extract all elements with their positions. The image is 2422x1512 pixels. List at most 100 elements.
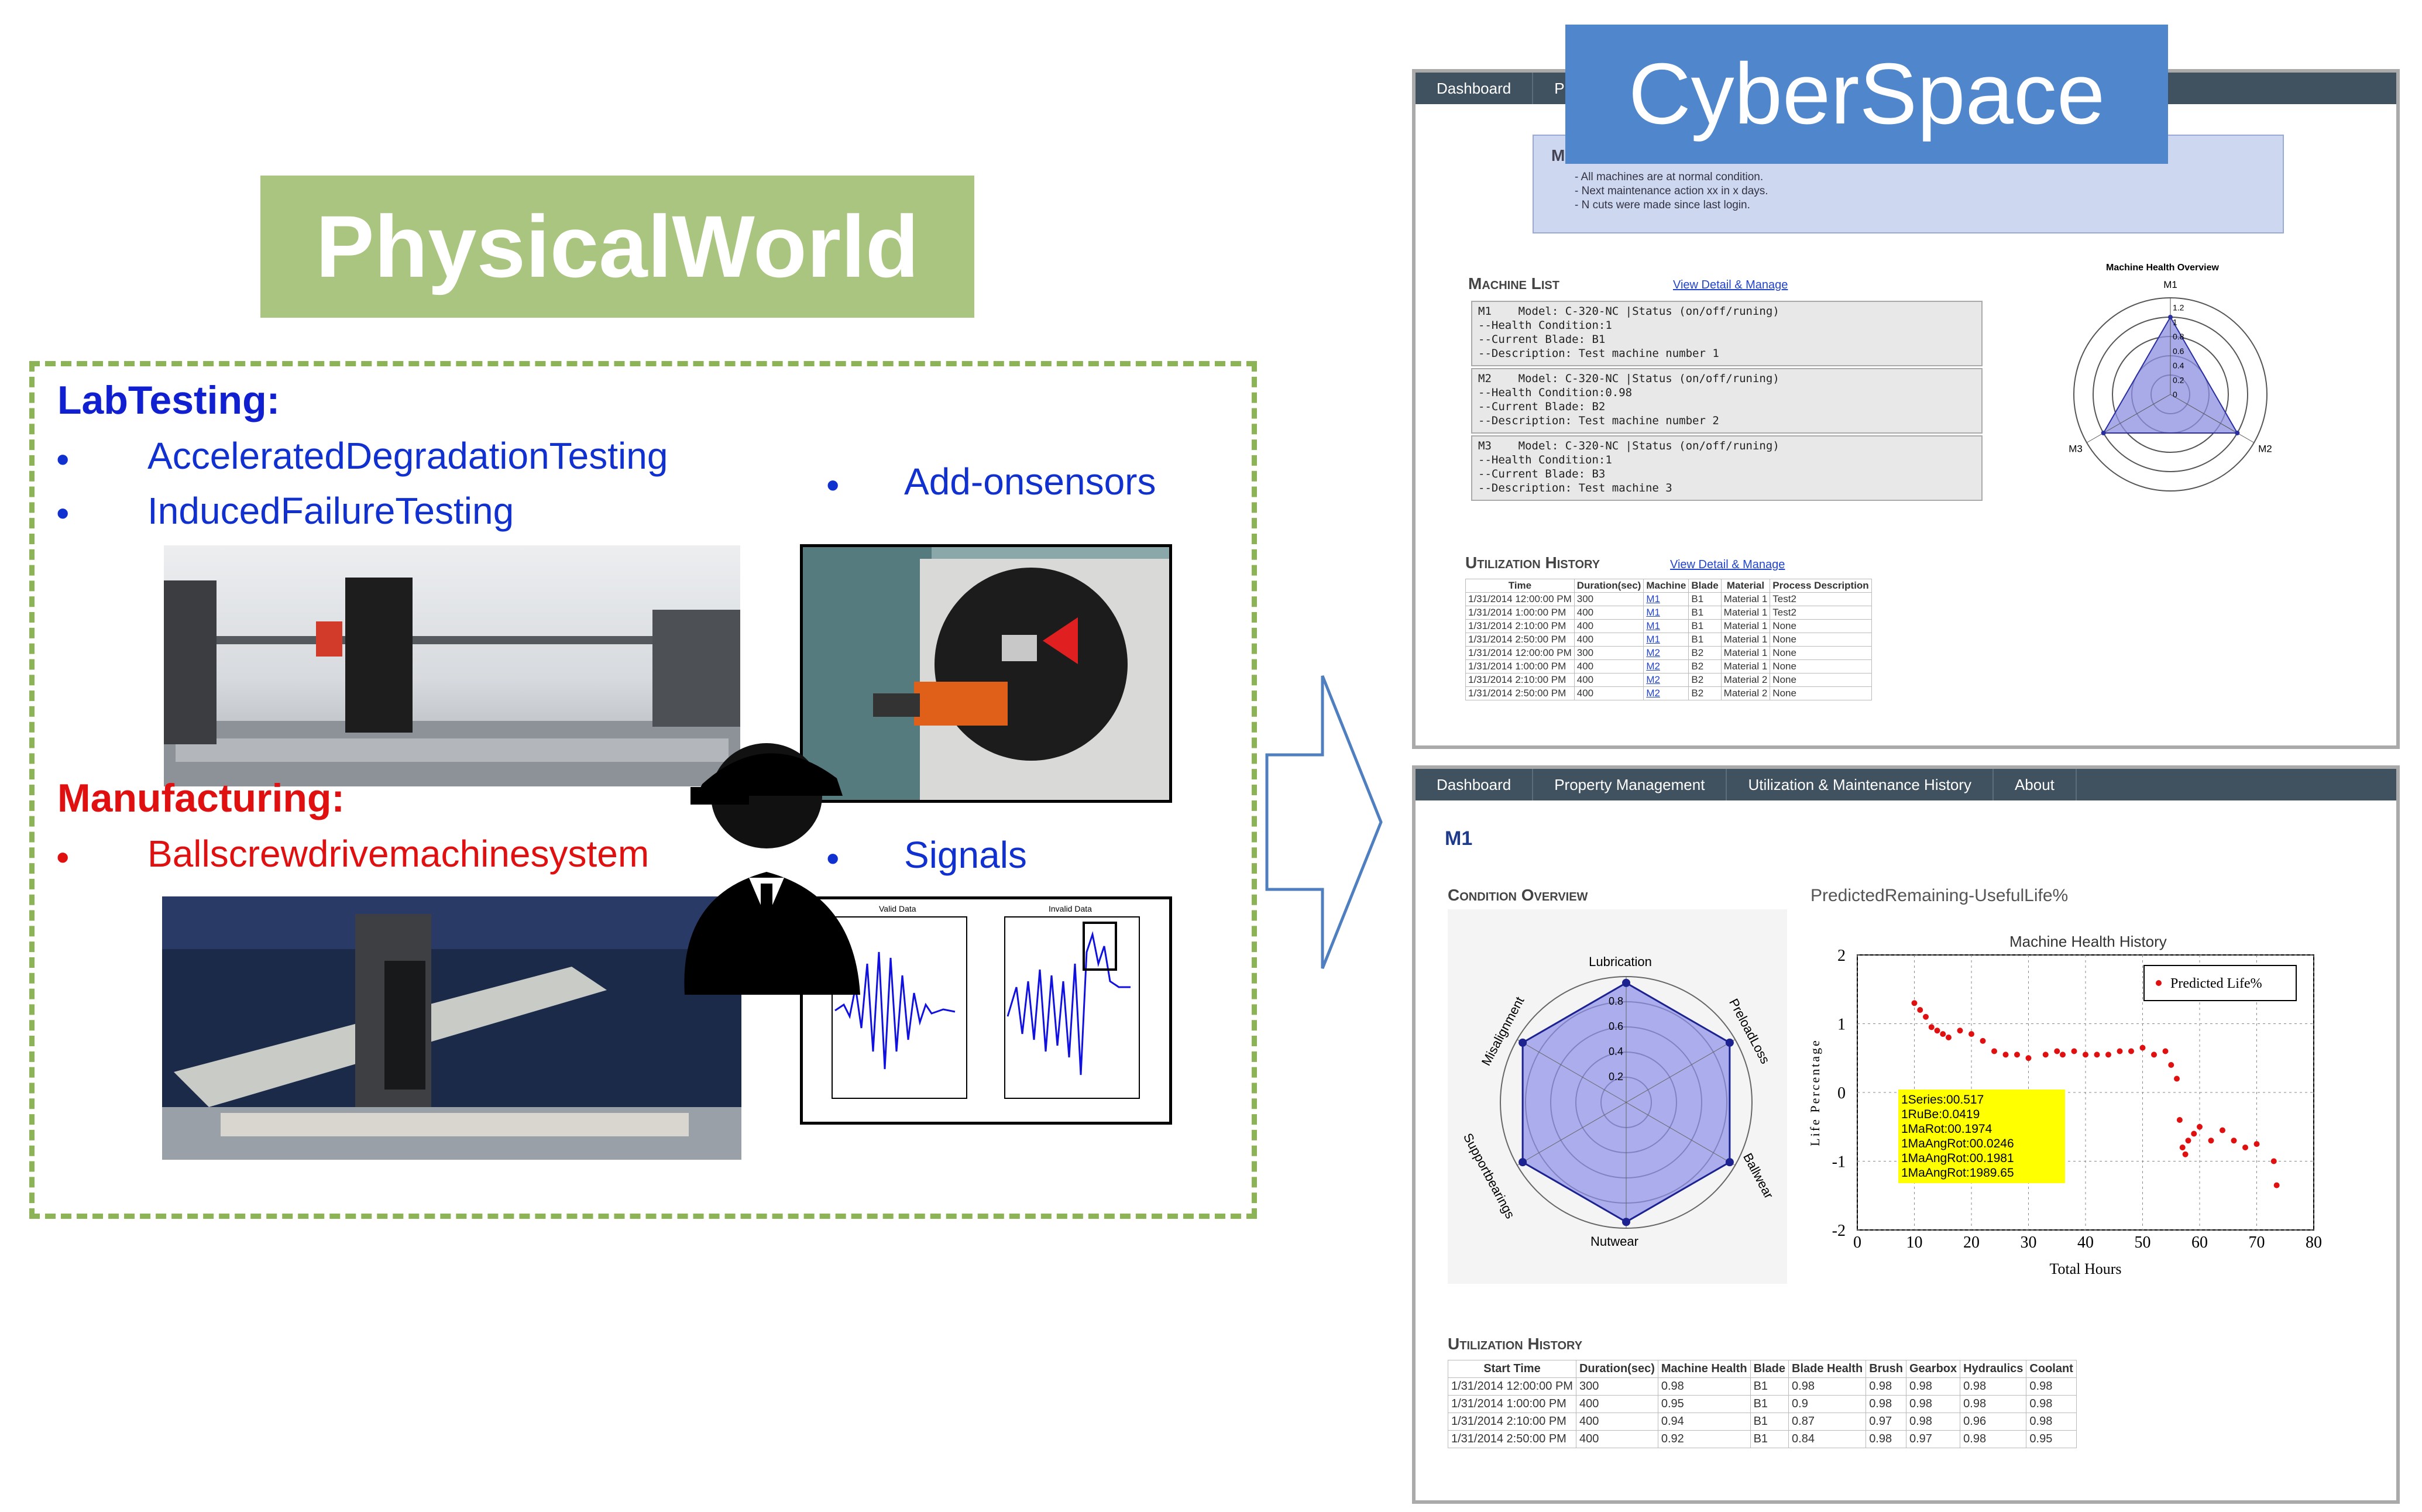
data-point <box>1935 1028 1940 1033</box>
nav-utilization-history[interactable]: Utilization & Maintenance History <box>1727 769 1994 800</box>
data-point <box>2003 1051 2009 1057</box>
table-cell: B2 <box>1689 673 1721 687</box>
table-cell: 1/31/2014 12:00:00 PM <box>1466 647 1575 660</box>
data-point <box>1929 1024 1935 1030</box>
x-tick-label: 0 <box>1853 1233 1861 1252</box>
machine-link[interactable]: M1 <box>1646 620 1660 631</box>
radar-tick-label: 0.2 <box>1609 1071 1623 1083</box>
machine-link[interactable]: M1 <box>1646 593 1660 604</box>
table-cell: Material 1 <box>1721 593 1770 606</box>
y-tick-label: -2 <box>1832 1222 1846 1240</box>
machine-link[interactable]: M2 <box>1646 661 1660 672</box>
table-row: 1/31/2014 2:50:00 PM4000.92B10.840.980.9… <box>1448 1431 2077 1448</box>
manufacturing-heading: Manufacturing: <box>57 775 345 821</box>
column-header: Blade <box>1750 1360 1788 1378</box>
data-point <box>2060 1051 2066 1057</box>
data-point <box>2026 1055 2032 1061</box>
table-cell: 1/31/2014 2:50:00 PM <box>1466 633 1575 647</box>
machine-card-m3[interactable]: M3 Model: C-320-NC |Status (on/off/runin… <box>1471 435 1983 501</box>
data-point <box>1940 1031 1946 1037</box>
column-header: Brush <box>1866 1360 1906 1378</box>
column-header: Blade <box>1689 579 1721 593</box>
machine-card-m2[interactable]: M2 Model: C-320-NC |Status (on/off/runin… <box>1471 368 1983 434</box>
machine-link[interactable]: M2 <box>1646 647 1660 658</box>
radar-tick-label: 0.8 <box>2173 332 2184 341</box>
radar-tick-label: 1.2 <box>2173 303 2184 312</box>
table-cell: 1/31/2014 2:50:00 PM <box>1466 687 1575 700</box>
table-cell: 300 <box>1576 1378 1658 1396</box>
table-row: 1/31/2014 1:00:00 PM400M2B2Material 1Non… <box>1466 660 1872 673</box>
table-cell[interactable]: M2 <box>1644 687 1689 700</box>
machine-list-link[interactable]: View Detail & Manage <box>1673 279 1788 292</box>
lab-item-accelerated: AcceleratedDegradationTesting <box>147 434 668 477</box>
table-cell: 0.98 <box>2026 1413 2076 1431</box>
table-cell[interactable]: M1 <box>1644 593 1689 606</box>
table-cell: 1/31/2014 1:00:00 PM <box>1466 606 1575 620</box>
table-cell[interactable]: M1 <box>1644 620 1689 633</box>
radar-point <box>1519 1039 1527 1047</box>
table-cell: None <box>1770 647 1871 660</box>
data-point <box>1957 1028 1963 1033</box>
machine-link[interactable]: M1 <box>1646 607 1660 618</box>
nav-property-management[interactable]: Property Management <box>1533 769 1727 800</box>
table-cell: Material 1 <box>1721 660 1770 673</box>
table-cell: 0.95 <box>1658 1396 1750 1413</box>
table-cell[interactable]: M2 <box>1644 660 1689 673</box>
bullet: • <box>826 463 839 507</box>
x-tick-label: 20 <box>1963 1233 1980 1252</box>
invalid-data-title: Invalid Data <box>1049 904 1092 913</box>
table-cell: B1 <box>1689 593 1721 606</box>
table-cell: 1/31/2014 2:10:00 PM <box>1466 673 1575 687</box>
machine-link[interactable]: M1 <box>1646 634 1660 645</box>
annotation-line: 1RuBe:0.0419 <box>1901 1108 1980 1121</box>
table-cell: 0.95 <box>2026 1431 2076 1448</box>
table-cell: 1/31/2014 2:50:00 PM <box>1448 1431 1576 1448</box>
valid-data-title: Valid Data <box>879 904 916 913</box>
message-box-title: M <box>1551 146 1565 165</box>
table-cell: 1/31/2014 12:00:00 PM <box>1448 1378 1576 1396</box>
machine-detail-screen: DashboardProperty ManagementUtilization … <box>1412 765 2400 1504</box>
x-tick-label: 30 <box>2021 1233 2037 1252</box>
data-point <box>2208 1138 2214 1143</box>
column-header: Blade Health <box>1789 1360 1866 1378</box>
table-cell[interactable]: M1 <box>1644 606 1689 620</box>
table-cell: 0.9 <box>1789 1396 1866 1413</box>
machine-link[interactable]: M2 <box>1646 688 1660 699</box>
nav-dashboard[interactable]: Dashboard <box>1416 769 1533 800</box>
table-row: 1/31/2014 2:10:00 PM400M2B2Material 2Non… <box>1466 673 1872 687</box>
m2-line: --Description: Test machine number 2 <box>1478 414 1976 428</box>
data-point <box>2271 1159 2277 1164</box>
radar-axis-label: M2 <box>2258 444 2272 455</box>
machine-link[interactable]: M2 <box>1646 674 1660 685</box>
radar-point <box>2235 431 2239 435</box>
table-cell[interactable]: M2 <box>1644 673 1689 687</box>
column-header: Material <box>1721 579 1770 593</box>
health-utilization-table: Start TimeDuration(sec)Machine HealthBla… <box>1448 1360 2077 1448</box>
table-cell: 0.96 <box>1960 1413 2026 1431</box>
radar-point <box>2101 431 2106 435</box>
nav-dashboard[interactable]: Dashboard <box>1416 73 1533 104</box>
table-cell: None <box>1770 620 1871 633</box>
table-row: 1/31/2014 12:00:00 PM300M1B1Material 1Te… <box>1466 593 1872 606</box>
utilization-history-title: Utilization History <box>1465 554 1600 572</box>
utilization-link[interactable]: View Detail & Manage <box>1670 558 1785 572</box>
radar-point <box>1622 1218 1630 1226</box>
x-axis-label: Total Hours <box>2049 1260 2121 1277</box>
m3-line: --Description: Test machine 3 <box>1478 481 1976 495</box>
table-cell: 0.97 <box>1866 1413 1906 1431</box>
table-cell[interactable]: M1 <box>1644 633 1689 647</box>
table-cell: 0.98 <box>1960 1431 2026 1448</box>
machine-card-m1[interactable]: M1 Model: C-320-NC |Status (on/off/runin… <box>1471 301 1983 366</box>
column-header: Hydraulics <box>1960 1360 2026 1378</box>
machine-id-title: M1 <box>1445 827 1472 850</box>
data-point <box>2220 1128 2225 1133</box>
radar-axis-label: Lubrication <box>1589 954 1652 969</box>
y-tick-label: 0 <box>1837 1084 1846 1102</box>
radar-tick-label: 0.6 <box>2173 346 2184 356</box>
machine-health-chart: Machine Health History01020304050607080-… <box>1805 909 2390 1284</box>
nav-about[interactable]: About <box>1994 769 2077 800</box>
data-point <box>2054 1049 2060 1054</box>
data-point <box>2043 1051 2049 1057</box>
table-cell[interactable]: M2 <box>1644 647 1689 660</box>
lab-testbed-photo <box>164 545 740 786</box>
